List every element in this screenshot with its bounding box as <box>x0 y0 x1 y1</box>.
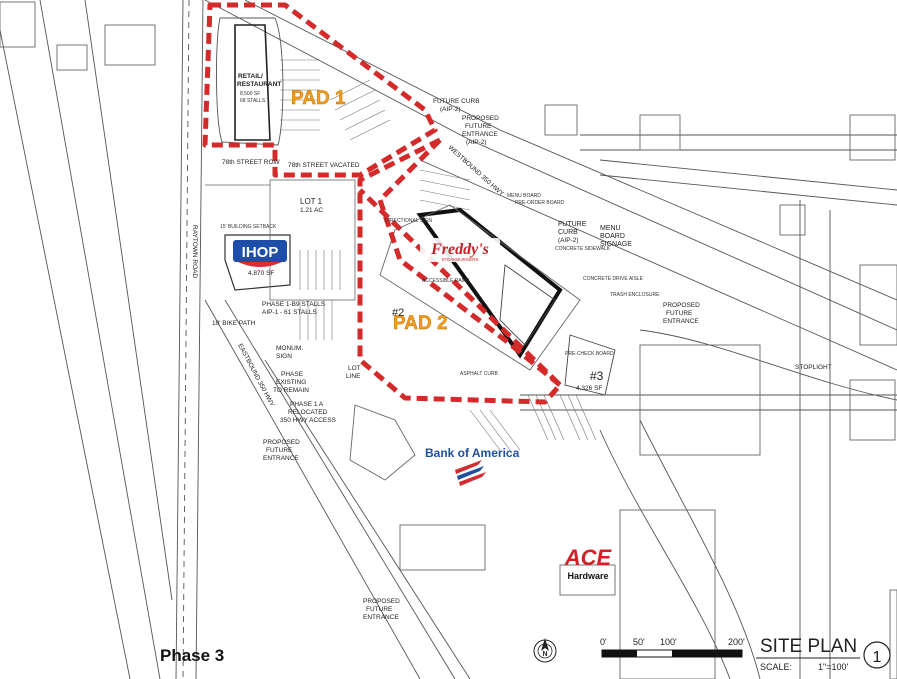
future-curb-right-2: CURB <box>558 229 578 236</box>
ihop-logo: IHOP <box>233 240 287 267</box>
bank-of-america-logo: Bank of America <box>425 446 520 486</box>
ihop-logo-text: IHOP <box>242 244 279 261</box>
phase1a-2: RELOCATED <box>288 409 328 416</box>
ihop-building <box>224 234 291 291</box>
site-plan-title: SITE PLAN SCALE: 1"=100' 1 <box>756 636 891 672</box>
menu-board-label: MENU BOARD <box>507 193 541 199</box>
bank-logo-text: Bank of America <box>425 446 520 460</box>
site-plan-title-text: SITE PLAN <box>760 636 857 657</box>
prop-right-1: PROPOSED <box>663 302 700 309</box>
scale-bar: 0' 50' 100' 200' <box>600 637 745 658</box>
prop-right-3: ENTRANCE <box>663 318 699 325</box>
parking-stalls <box>280 59 597 451</box>
lot1-acres: 1.21 AC <box>300 207 323 214</box>
concrete-sidewalk-label: CONCRETE SIDEWALK <box>555 246 611 252</box>
prop-left-3: ENTRANCE <box>263 455 299 462</box>
scale-tick-0: 0' <box>600 637 607 647</box>
pad2-boundary <box>357 137 563 405</box>
building-3 <box>564 334 616 396</box>
sheet-number: 1 <box>873 649 882 666</box>
retail-building <box>216 17 284 146</box>
scale-tick-200: 200' <box>728 637 745 647</box>
future-curb-right-1: FUTURE <box>558 221 587 228</box>
ace-logo-text: ACE <box>564 545 613 570</box>
street-vacated-label: 78th STREET VACATED <box>288 162 360 169</box>
monument-1: MONUM. <box>276 345 303 352</box>
freddys-logo: Freddy's STEAKBURGERS <box>420 238 500 262</box>
future-curb-top: FUTURE CURB <box>433 98 480 105</box>
prop-entrance-4: (AIP-2) <box>466 139 487 146</box>
prop-left-1: PROPOSED <box>263 439 300 446</box>
prop-entrance-3: ENTRANCE <box>462 131 498 138</box>
phase1a-1: PHASE 1 A <box>290 401 324 408</box>
street-row-label: 78th STREET ROW <box>222 159 281 166</box>
monument-2: SIGN <box>276 353 292 360</box>
bldg2-number: #2 <box>392 307 404 319</box>
menu-board-1: MENU <box>600 225 621 232</box>
pad2-label: PAD 2 <box>393 313 448 334</box>
ihop-sf: 4,870 SF <box>248 270 274 277</box>
phase-exist-3: TO REMAIN <box>273 387 309 394</box>
phase-exist-1: PHASE <box>281 371 304 378</box>
scale-value: 1"=100' <box>818 662 848 672</box>
bldg3-number: #3 <box>590 369 604 383</box>
directional-sign-label: DIRECTIONAL SIGN <box>385 218 432 224</box>
retail-stalls: 68 STALLS <box>240 98 266 104</box>
bldg3-sf: 4,326 SF <box>576 385 602 392</box>
lot1-label: LOT 1 <box>300 197 323 206</box>
scale-tick-50: 50' <box>633 637 645 647</box>
prop-entrance-1: PROPOSED <box>462 115 499 122</box>
prop-bottom-2: FUTURE <box>366 606 393 613</box>
menu-board-2: BOARD <box>600 233 625 240</box>
eastbound-label: EASTBOUND 350 HWY <box>236 343 275 409</box>
prop-entrance-2: FUTURE <box>465 123 492 130</box>
freddys-logo-sub: STEAKBURGERS <box>441 257 478 262</box>
bike-path-label: 10' BIKE PATH <box>212 320 256 327</box>
pre-check-label: PRE-CHECK BOARD <box>565 351 614 357</box>
westbound-label: WESTBOUND 350 HWY <box>447 144 506 198</box>
phase1b-1: PHASE 1-B9 STALLS <box>262 301 326 308</box>
future-curb-right-3: (AIP-2) <box>558 237 579 244</box>
north-arrow-icon <box>541 638 549 651</box>
north-arrow: N <box>533 638 557 663</box>
building-setback-label: 15' BUILDING SETBACK <box>220 224 277 230</box>
phase1b-2: AIP-1 - 61 STALLS <box>262 309 317 316</box>
ace-hardware-logo: ACE Hardware <box>564 545 613 581</box>
ace-logo-sub: Hardware <box>567 571 608 581</box>
future-curb-top2: (AIP-2) <box>440 106 461 113</box>
pad1-label: PAD 1 <box>291 88 346 109</box>
lot-line-1: LOT <box>348 365 361 372</box>
asphalt-curb-label: ASPHALT CURB <box>460 371 499 377</box>
retail-title2: RESTAURANT <box>237 81 281 88</box>
bank-flag-icon <box>455 460 486 486</box>
phase1a-3: 350 HWY ACCESS <box>280 417 337 424</box>
raytown-road-label: RAYTOWN ROAD <box>191 225 198 279</box>
retail-sf: 8,500 SF <box>240 91 260 97</box>
prop-left-2: FUTURE <box>266 447 293 454</box>
pad1-boundary <box>202 2 438 178</box>
retail-title: RETAIL/ <box>238 73 263 80</box>
stoplight-label: STOPLIGHT <box>795 364 832 371</box>
freddys-logo-text: Freddy's <box>430 241 489 258</box>
scale-tick-100: 100' <box>660 637 677 647</box>
concrete-drive-label: CONCRETE DRIVE AISLE <box>583 276 644 282</box>
north-label: N <box>542 651 547 658</box>
prop-bottom-3: ENTRANCE <box>363 614 399 621</box>
phase-exist-2: EXISTING <box>276 379 306 386</box>
scale-label: SCALE: <box>760 662 792 672</box>
accessible-ramp-label: ACCESSIBLE RAMP <box>422 278 470 284</box>
phase-label: Phase 3 <box>160 646 224 665</box>
trash-enclosure-label: TRASH ENCLOSURE <box>610 292 660 298</box>
prop-bottom-1: PROPOSED <box>363 598 400 605</box>
freddys-building <box>379 204 581 371</box>
menu-board-3: SIGNAGE <box>600 241 632 248</box>
prop-right-2: FUTURE <box>666 310 693 317</box>
pre-order-label: PRE-ORDER BOARD <box>515 200 565 206</box>
lot-line-2: LINE <box>346 373 361 380</box>
